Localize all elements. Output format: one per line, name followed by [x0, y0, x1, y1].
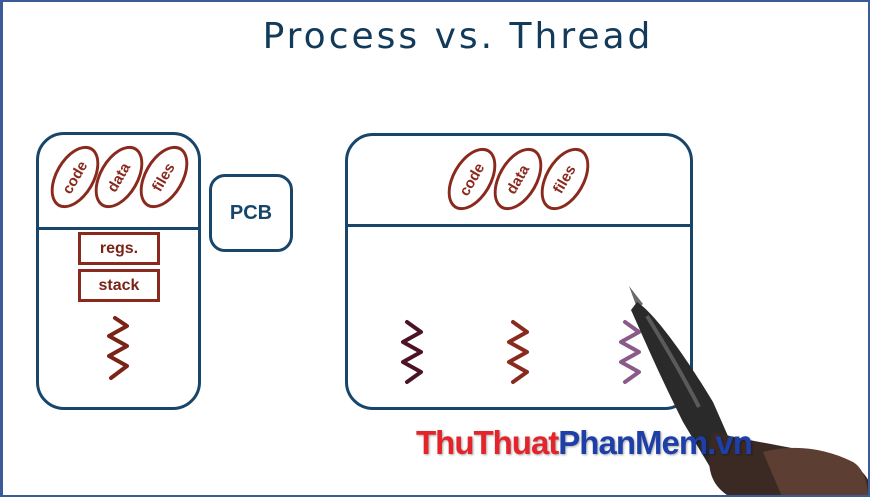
watermark-part-3: .vn [707, 424, 753, 461]
pen-icon [629, 286, 868, 495]
thread-2-squiggle-icon [507, 320, 529, 384]
process-files-label: files [149, 159, 179, 195]
watermark-part-2: PhanMem [558, 424, 708, 461]
process-regs-box: regs. [78, 232, 160, 265]
watermark: ThuThuatPhanMem.vn [416, 424, 753, 462]
watermark-part-1: ThuThuat [416, 424, 559, 461]
thread-files-label: files [550, 161, 580, 197]
thread-data-label: data [502, 161, 534, 197]
process-code-label: code [58, 157, 92, 197]
thread-1-squiggle-icon [401, 320, 423, 384]
thread-code-label: code [455, 159, 489, 199]
process-data-label: data [103, 159, 135, 195]
process-thread-squiggle-icon [107, 316, 129, 380]
diagram-title: Process vs. Thread [262, 16, 654, 57]
thread-3-squiggle-icon [619, 320, 641, 384]
process-shared-section [39, 135, 198, 230]
process-stack-box: stack [78, 269, 160, 302]
pcb-box: PCB [209, 174, 293, 252]
threaded-shared-section [348, 136, 690, 227]
